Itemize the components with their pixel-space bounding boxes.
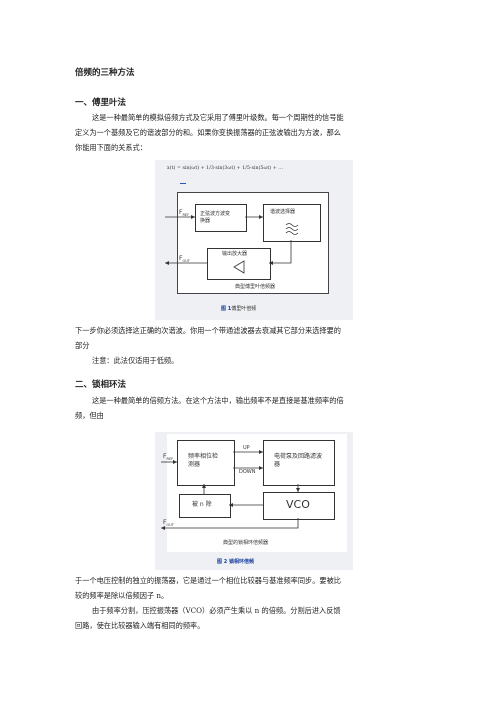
fout-label: FOUT <box>179 255 190 264</box>
figure-1-connectors <box>165 215 292 265</box>
figure-2-connectors <box>161 450 300 530</box>
paragraph-line: 于一个电压控制的独立的振荡器，它是通过一个相位比较器与基准频率同步。要被比 <box>75 576 341 585</box>
fref-label: FREF <box>179 209 190 218</box>
paragraph-line: 由于频率分割，压控振荡器（VCO）必须产生乘以 n 的倍频。分割后进入反馈 <box>92 606 341 615</box>
formula-underline <box>180 183 186 184</box>
figure-1-inner-caption: 典型傅里叶倍频器 <box>235 284 276 290</box>
paragraph-line: 频，但由 <box>75 411 104 420</box>
down-label: DOWN <box>239 469 256 475</box>
charge-pump-box: 电荷泵及回路滤波器 <box>263 440 335 486</box>
filter-wave-icon <box>285 223 299 235</box>
figure-2-caption: 图 2 锁相环倍频 <box>217 559 254 565</box>
sine-square-converter-box: 正弦波方波变换器 <box>195 204 247 232</box>
harmonic-filter-box: 谐波选择器 <box>263 204 321 242</box>
section-heading-pll: 二、锁相环法 <box>75 380 127 390</box>
figure-2-inner-caption: 典型的锁相环倍频器 <box>223 540 269 546</box>
section-heading-fourier: 一、傅里叶法 <box>75 98 127 108</box>
fourier-formula: x(t) = sin(ωt) + 1/3·sin(3ωt) + 1/5·sin(… <box>167 166 284 171</box>
figure-1-caption: 图 1傅里叶倍频 <box>221 306 257 312</box>
note-line: 注意：此法仅适用于低频。 <box>92 356 179 365</box>
vco-box: VCO <box>263 492 335 520</box>
fout-label: FOUT <box>163 519 174 528</box>
fref-label: FREF <box>163 453 174 462</box>
paragraph-line: 定义为一个基频及它的谐波部分的和。如果你变换振荡器的正弦波输出为方波，那么 <box>75 128 341 137</box>
phase-detector-box: 频率相位检测器 <box>177 440 235 486</box>
divider-box: 被 n 除 <box>179 494 231 518</box>
figure-2: 频率相位检测器 电荷泵及回路滤波器 被 n 除 VCO UP DOWN FREF… <box>155 432 353 570</box>
paragraph-line: 较的频率是除以倍频因子 n。 <box>75 591 169 600</box>
paragraph-line: 这是一种最简单的倍频方法。在这个方法中，输出频率不是直接是基准频率的倍 <box>92 396 344 405</box>
paragraph-line: 回路，使在比较器输入端有相同的频率。 <box>75 621 205 630</box>
paragraph-line: 下一步你必须选择这正确的次谐波。你用一个带通滤波器去衰减其它部分来选择要的 <box>75 326 341 335</box>
output-amplifier-box: 输出放大器 <box>207 248 271 280</box>
paragraph-line: 部分 <box>75 341 90 350</box>
up-label: UP <box>243 445 250 451</box>
paragraph-line: 你能用下面的关系式： <box>75 143 147 152</box>
amplifier-triangle-icon <box>233 260 245 274</box>
paragraph-line: 这是一种最简单的模拟倍频方式及它采用了傅里叶级数。每一个周期性的信号能 <box>92 113 344 122</box>
page-title: 倍频的三种方法 <box>75 68 135 78</box>
figure-1: x(t) = sin(ωt) + 1/3·sin(3ωt) + 1/5·sin(… <box>155 160 353 320</box>
